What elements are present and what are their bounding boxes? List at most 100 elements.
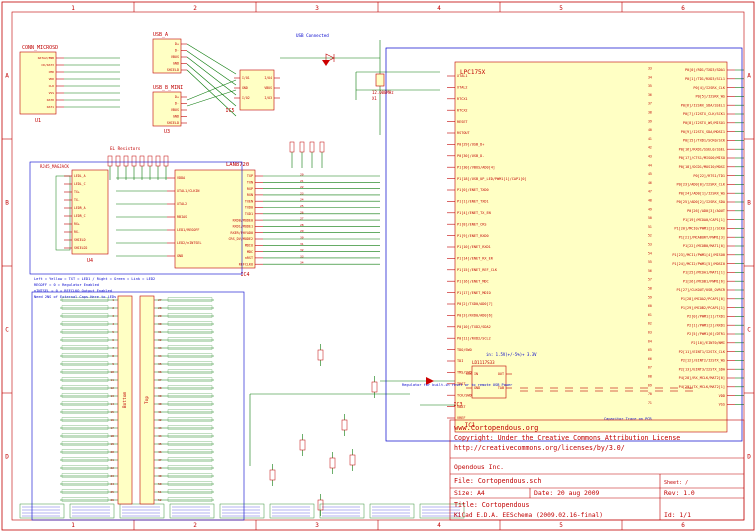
regulator-input-note: in: 1.5V(+/-5%)+ 3.3V — [486, 352, 537, 357]
column-number: 6 — [681, 5, 685, 12]
pin-name: TDI — [457, 359, 463, 363]
header-pin-number: 33 — [158, 346, 162, 350]
pin-name: GND — [242, 86, 248, 90]
bottom-net-table — [19, 503, 65, 519]
pin-name: RX+ — [74, 222, 80, 226]
pin-name: XTAL2 — [177, 202, 187, 206]
usb-wire — [186, 79, 237, 101]
pin-name: RESET — [457, 120, 468, 124]
pin-name: DAT1 — [47, 105, 54, 109]
pin-name: P0[7]/I2STX_CLK/SCK1 — [683, 112, 725, 116]
header-net-label — [167, 329, 213, 334]
ethernet-bus-box — [29, 161, 243, 275]
passive-part — [269, 469, 276, 481]
row-letter: A — [5, 73, 9, 80]
header-pin-number: 20 — [110, 450, 114, 454]
title-block-size: Size: A4 — [454, 489, 485, 497]
column-number: 3 — [315, 5, 319, 12]
title-block-company: Opendous Inc. — [454, 463, 504, 471]
column-number: 5 — [559, 5, 563, 12]
header-top-label: Top — [144, 396, 150, 404]
header-net-label — [167, 417, 213, 422]
pin-name: P1[8]/ENET_CRS — [457, 222, 487, 226]
pin-name: nRST — [245, 256, 253, 260]
pin-name: CD/DAT3 — [41, 63, 54, 67]
pin-number: 52 — [648, 234, 652, 238]
pin-number: 36 — [648, 93, 652, 97]
pin-number: 35 — [648, 84, 652, 88]
pin-number: 63 — [648, 331, 652, 335]
pin-name: P1[22]/MCOB0/MAT1[0] — [683, 244, 725, 248]
crystal — [375, 73, 385, 87]
pin-name: MDC — [247, 250, 253, 254]
pin-name: P2[10]/EINT0/NMI — [691, 341, 725, 345]
header-net-label — [61, 473, 109, 478]
pin-name: P4[29]/TX_MCLK/MAT2[1] — [679, 385, 725, 389]
usb-wire — [186, 56, 237, 96]
header-pin-number: 27 — [158, 298, 162, 302]
pin-name: P4[28]/RX_MCLK/MAT2[0] — [679, 376, 725, 380]
header-net-label — [61, 481, 109, 486]
header-net-label — [61, 313, 109, 318]
passive-part — [341, 419, 348, 431]
header-net-label — [167, 449, 213, 454]
header-pin-number: 31 — [158, 330, 162, 334]
pin-name: P0[24]/AD0[1]/I2SRX_WS — [679, 191, 725, 195]
lan-note: REGOFF = 0 = Regulator Enabled — [34, 283, 99, 287]
pin-name: RTCX2 — [457, 108, 468, 112]
pin-name: TRST — [457, 382, 466, 386]
pin-number: 34 — [648, 75, 652, 79]
header-pin-number: 2 — [112, 306, 114, 310]
header-net-label — [61, 409, 109, 414]
capacitor-trace-note: Capacitor Trace on PCB — [604, 417, 652, 421]
header-pin-number: 1 — [112, 298, 114, 302]
pin-number: 32 — [300, 248, 304, 252]
header-net-label — [167, 345, 213, 350]
header-net-label — [61, 393, 109, 398]
pin-name: IN — [474, 372, 478, 376]
part-ref: IC5 — [225, 108, 234, 114]
pin-name: P1[10]/ENET_RXD1 — [457, 245, 491, 249]
header-pin-number: 18 — [110, 434, 114, 438]
column-number: 3 — [315, 522, 319, 529]
header-net-label — [61, 361, 109, 366]
usb-connected-label: USB Connected — [296, 33, 329, 38]
header-pin-number: 15 — [110, 410, 114, 414]
passive-part — [349, 454, 356, 466]
pin-name: DAT0 — [47, 98, 54, 102]
pin-name: P0[30]/USB_D- — [457, 154, 484, 158]
pin-number: 45 — [648, 172, 652, 176]
passive-part — [371, 381, 378, 393]
pin-name: RXD1/MODE1 — [233, 225, 253, 229]
reg-diode — [426, 377, 434, 385]
pin-name: D- — [175, 49, 179, 53]
pin-name: CLK — [49, 84, 55, 88]
pin-name: P2[0]/PWM1[1]/TXD1 — [687, 315, 725, 319]
pin-number: 57 — [648, 278, 652, 282]
pin-number: 33 — [300, 254, 304, 258]
header-pin-number: 30 — [158, 322, 162, 326]
header-net-label — [167, 313, 213, 318]
pin-name: P1[26]/MCOB1/PWM1[6] — [683, 279, 725, 283]
bottom-net-table — [269, 503, 315, 519]
pin-name: P2[1]/PWM1[2]/RXD1 — [687, 323, 725, 327]
pin-name: P0[25]/AD0[2]/I2SRX_SDA — [677, 200, 726, 204]
pin-name: D+ — [175, 42, 179, 46]
title-block-date: Date: 20 aug 2009 — [534, 489, 600, 497]
pin-name: RXN — [247, 193, 253, 197]
pin-number: 42 — [648, 146, 652, 150]
lan-note: Left = Yellow = TXT = LED1 / Right = Gre… — [34, 277, 155, 281]
part-title: USB_A — [153, 32, 168, 38]
bottom-net-table — [319, 503, 365, 519]
pin-name: XTAL1/CLKIN — [177, 189, 199, 193]
usb-wire — [186, 43, 237, 75]
header-net-label — [167, 385, 213, 390]
header-net-label — [167, 369, 213, 374]
title-block-border — [449, 419, 745, 521]
header-pin-number: 25 — [110, 490, 114, 494]
header-pin-number: 52 — [158, 498, 162, 502]
title-block-sheet: Sheet: / — [664, 480, 688, 486]
pin-name: P0[4]/I2SRX_CLK — [693, 86, 726, 90]
pin-name: P0[5]/I2SRX_WS — [695, 95, 725, 99]
